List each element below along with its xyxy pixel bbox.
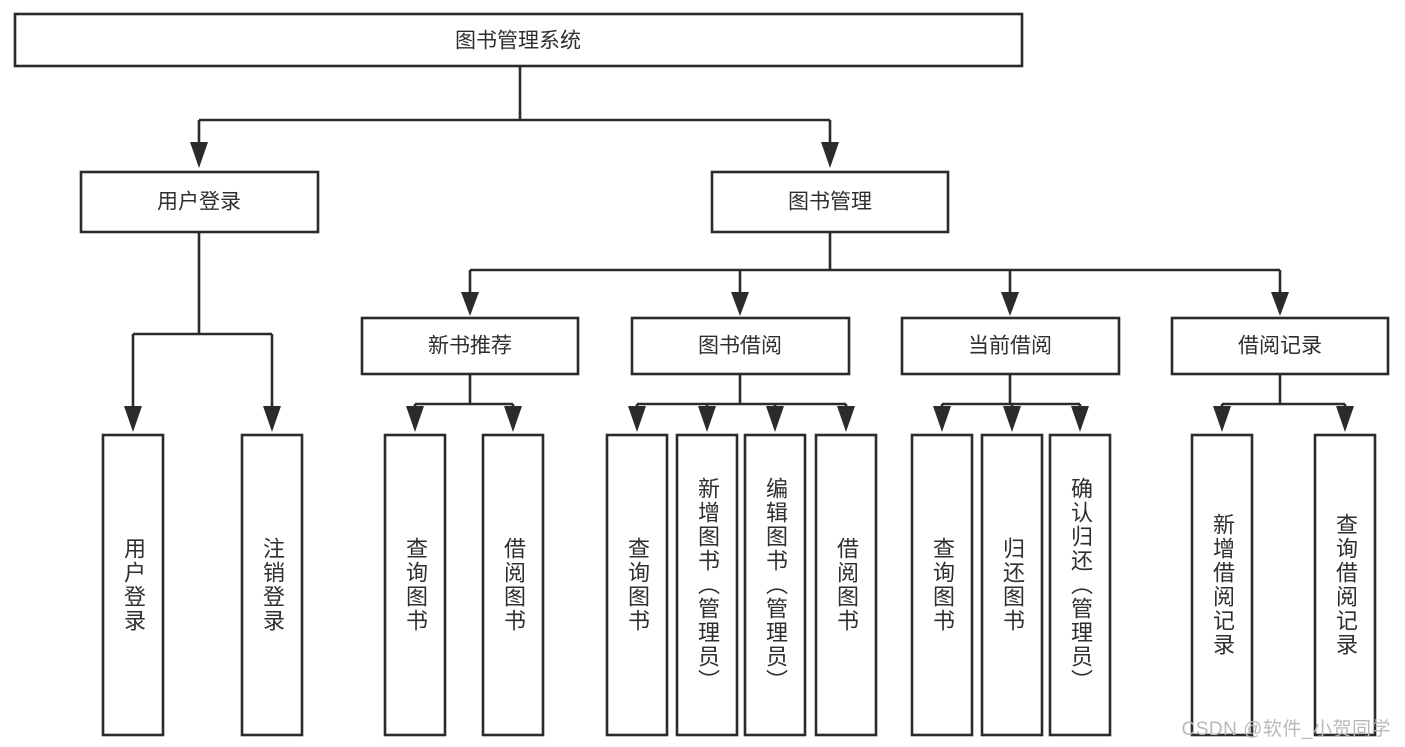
new-book-recommend-box[interactable] [360,316,580,376]
arrowhead-leaf-query-book-3 [933,406,951,432]
leaf-query-book-1-box[interactable] [383,433,447,737]
connector-layer [124,66,1354,432]
new-book-recommend-label: 新书推荐 [428,335,512,358]
leaf-borrow-book-1-box[interactable] [481,433,545,737]
arrowhead-leaf-add-book-admin [698,406,716,432]
arrowhead-leaf-logout-login [263,406,281,432]
arrowhead-leaf-query-borrow-record [1336,406,1354,432]
leaf-query-borrow-record-box[interactable] [1313,433,1377,737]
leaf-add-borrow-record-box[interactable] [1190,433,1254,737]
node-current-borrow[interactable]: 当前借阅 [900,316,1121,376]
leaf-user-login-box[interactable] [101,433,165,737]
arrowhead-leaf-borrow-book-2 [837,406,855,432]
leaf-edit-book-admin-box[interactable] [743,433,807,737]
node-user-login[interactable]: 用户登录 [79,170,320,234]
node-root[interactable]: 图书管理系统 [13,12,1024,68]
leaf-add-book-admin-box[interactable] [675,433,739,737]
leaf-query-book-3-box[interactable] [910,433,974,737]
node-new-book-recommend[interactable]: 新书推荐 [360,316,580,376]
csdn-watermark: CSDN @软件_小贺同学 [1181,719,1391,740]
user-login-box[interactable] [79,170,320,234]
leaf-borrow-book-2-box[interactable] [814,433,878,737]
arrowhead-leaf-add-borrow-record [1213,406,1231,432]
arrowhead-book-borrow [731,292,749,316]
arrowhead-leaf-borrow-book-1 [504,406,522,432]
leaf-box-layer [101,433,1377,737]
node-book-borrow[interactable]: 图书借阅 [630,316,851,376]
arrowhead-leaf-query-book-1 [406,406,424,432]
borrow-record-label: 借阅记录 [1238,335,1322,358]
arrowhead-leaf-user-login [124,406,142,432]
node-book-management[interactable]: 图书管理 [710,170,950,234]
arrowhead-new-book-recommend [461,292,479,316]
book-management-box[interactable] [710,170,950,234]
root-box[interactable] [13,12,1024,68]
leaf-confirm-return-admin-box[interactable] [1048,433,1112,737]
arrowhead-current-borrow [1001,292,1019,316]
root-label: 图书管理系统 [455,30,581,53]
arrowhead-leaf-return-book [1003,406,1021,432]
user-login-label: 用户登录 [157,191,241,214]
leaf-return-book-box[interactable] [980,433,1044,737]
book-management-label: 图书管理 [788,191,872,214]
borrow-record-box[interactable] [1170,316,1390,376]
arrowhead-leaf-query-book-2 [628,406,646,432]
arrowhead-leaf-confirm-return-admin [1071,406,1089,432]
arrowhead-leaf-edit-book-admin [766,406,784,432]
leaf-query-book-2-box[interactable] [605,433,669,737]
leaf-logout-login-box[interactable] [240,433,304,737]
arrowhead-borrow-record [1271,292,1289,316]
node-borrow-record[interactable]: 借阅记录 [1170,316,1390,376]
arrowhead-book-mgmt [821,142,839,168]
arrowhead-user-login [190,142,208,168]
book-borrow-box[interactable] [630,316,851,376]
book-borrow-label: 图书借阅 [698,335,782,358]
current-borrow-box[interactable] [900,316,1121,376]
current-borrow-label: 当前借阅 [968,335,1052,358]
